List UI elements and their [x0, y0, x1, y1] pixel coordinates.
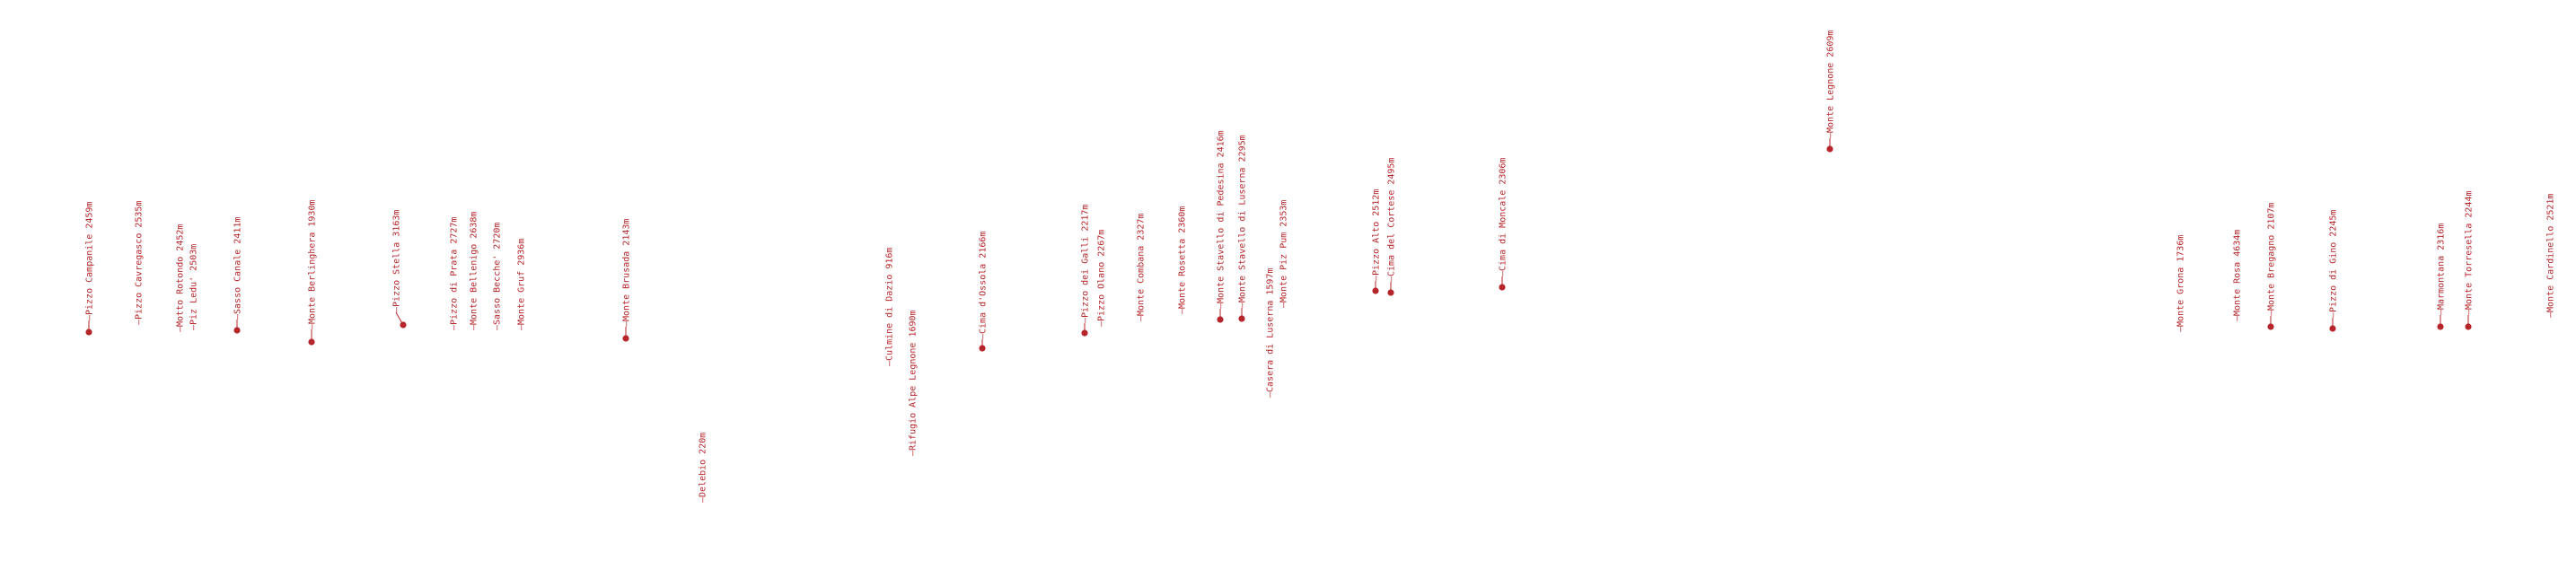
peak-label: —Pizzo Cavregasco 2535m: [135, 201, 145, 325]
peak-label: —Culmine di Dazio 916m: [885, 248, 895, 366]
peak-label: —Monte Brusada 2143m: [622, 219, 632, 327]
peak-marker: —Cima del Cortese 2495m: [1387, 158, 1397, 296]
peak-dot: [979, 345, 986, 352]
peak-label: —Casera di Luserna 1597m: [1266, 268, 1276, 399]
peak-marker: —Delebio 220m: [699, 433, 708, 503]
peak-dot: [1387, 289, 1394, 296]
peak-label: —Pizzo Alto 2512m: [1372, 189, 1382, 281]
peak-label: —Pizzo di Prata 2727m: [450, 217, 460, 330]
peak-label: —Cima d'Ossola 2166m: [979, 232, 989, 339]
peak-marker: —Culmine di Dazio 916m: [885, 248, 895, 366]
peak-marker: —Pizzo dei Galli 2217m: [1081, 205, 1091, 337]
peak-dot: [1081, 329, 1088, 337]
peak-label: —Pizzo di Gino 2245m: [2329, 210, 2339, 318]
peak-label: —Piz Ledu' 2503m: [189, 244, 199, 330]
peak-marker: —Monte Rosa 4634m: [2233, 230, 2243, 321]
peak-marker: —Motto Rotondo 2452m: [176, 224, 186, 332]
peak-marker: —Monte Rosetta 2360m: [1178, 206, 1188, 314]
peak-marker: —Sasso Canale 2411m: [233, 217, 243, 334]
peak-marker: —Monte Brusada 2143m: [622, 219, 632, 342]
peak-label: —Monte Bellenigo 2638m: [470, 212, 479, 330]
peak-dot: [400, 321, 407, 329]
peak-label: —Monte Rosa 4634m: [2233, 230, 2243, 321]
peak-dot: [1372, 287, 1379, 294]
peak-label: —Cima di Moncale 2306m: [1499, 158, 1508, 276]
peak-label: —Monte Rosetta 2360m: [1178, 206, 1188, 314]
peak-label: —Rifugio Alpe Legnone 1690m: [909, 310, 919, 456]
peak-dot: [233, 327, 241, 334]
peak-label: —Monte Gruf 2936m: [517, 239, 527, 330]
peak-marker: —Piz Ledu' 2503m: [189, 244, 199, 330]
peak-marker: —Rifugio Alpe Legnone 1690m: [909, 310, 919, 456]
peak-label: —Delebio 220m: [699, 433, 708, 503]
peak-label: —Monte Stavello di Pedesina 2416m: [1217, 130, 1226, 309]
peak-marker: —Monte Grona 1736m: [2176, 235, 2186, 332]
peak-marker: —Pizzo Stella 3163m: [392, 210, 407, 329]
peak-label: —Pizzo Stella 3163m: [392, 210, 402, 312]
peak-marker: —Marmontana 2316m: [2437, 224, 2447, 330]
peak-marker: —Monte Torresella 2244m: [2465, 191, 2475, 330]
peak-label: —Cima del Cortese 2495m: [1387, 158, 1397, 282]
peak-label: —Monte Torresella 2244m: [2465, 191, 2475, 315]
peak-marker: —Monte Berlinghera 1930m: [308, 200, 318, 346]
peak-label: —Pizzo Olano 2267m: [1097, 230, 1107, 327]
peak-dot: [1499, 284, 1506, 291]
peak-dot: [85, 329, 92, 336]
peak-dot: [308, 338, 315, 346]
peak-marker: —Pizzo Alto 2512m: [1372, 189, 1382, 294]
peak-dot: [622, 335, 629, 342]
peak-marker: —Pizzo di Gino 2245m: [2329, 210, 2339, 332]
peak-marker: —Pizzo Olano 2267m: [1097, 230, 1107, 327]
peak-dot: [2329, 325, 2336, 332]
peak-label: —Monte Grona 1736m: [2176, 235, 2186, 332]
peak-marker: —Pizzo Cavregasco 2535m: [135, 201, 145, 325]
peak-dot: [1826, 145, 1833, 153]
peak-marker: —Monte Bellenigo 2638m: [470, 212, 479, 330]
peak-dot: [1238, 315, 1245, 322]
peak-marker: —Monte Combana 2327m: [1137, 214, 1147, 321]
peak-label: —Sasso Canale 2411m: [233, 217, 243, 320]
peak-dot: [2465, 323, 2472, 330]
peak-dot: [1217, 316, 1224, 323]
peak-label: —Monte Legnone 2609m: [1826, 31, 1836, 138]
peak-marker: —Casera di Luserna 1597m: [1266, 268, 1276, 399]
peak-marker: —Pizzo Campanile 2459m: [85, 202, 95, 336]
peak-dot: [2437, 323, 2444, 330]
peak-marker: —Cima d'Ossola 2166m: [979, 232, 989, 352]
peak-label: —Sasso Becche' 2720m: [493, 223, 503, 330]
peak-label: —Monte Combana 2327m: [1137, 214, 1147, 321]
peak-label: —Monte Bregagno 2107m: [2267, 203, 2277, 316]
peak-marker: —Monte Legnone 2609m: [1826, 31, 1836, 153]
peak-marker: —Monte Gruf 2936m: [517, 239, 527, 330]
peak-label: —Pizzo dei Galli 2217m: [1081, 205, 1091, 323]
peak-marker: —Monte Stavello di Pedesina 2416m: [1217, 130, 1226, 323]
peak-label: —Monte Berlinghera 1930m: [308, 200, 318, 330]
peak-marker: —Sasso Becche' 2720m: [493, 223, 503, 330]
peak-label: —Marmontana 2316m: [2437, 224, 2447, 315]
peak-marker: —Monte Stavello di Luserna 2295m: [1238, 135, 1248, 322]
peak-marker: —Monte Piz Pum 2353m: [1279, 200, 1289, 308]
peak-marker: —Monte Cardinello 2521m: [2546, 194, 2556, 318]
peak-dot: [2267, 323, 2274, 330]
peak-label: —Monte Cardinello 2521m: [2546, 194, 2556, 318]
peak-label: —Monte Piz Pum 2353m: [1279, 200, 1289, 308]
peak-label: —Pizzo Campanile 2459m: [85, 202, 95, 320]
peak-label: —Motto Rotondo 2452m: [176, 224, 186, 332]
peak-marker: —Monte Bregagno 2107m: [2267, 203, 2277, 330]
peak-marker: —Cima di Moncale 2306m: [1499, 158, 1508, 291]
peak-label: —Monte Stavello di Luserna 2295m: [1238, 135, 1248, 308]
peak-marker: —Pizzo di Prata 2727m: [450, 217, 460, 330]
